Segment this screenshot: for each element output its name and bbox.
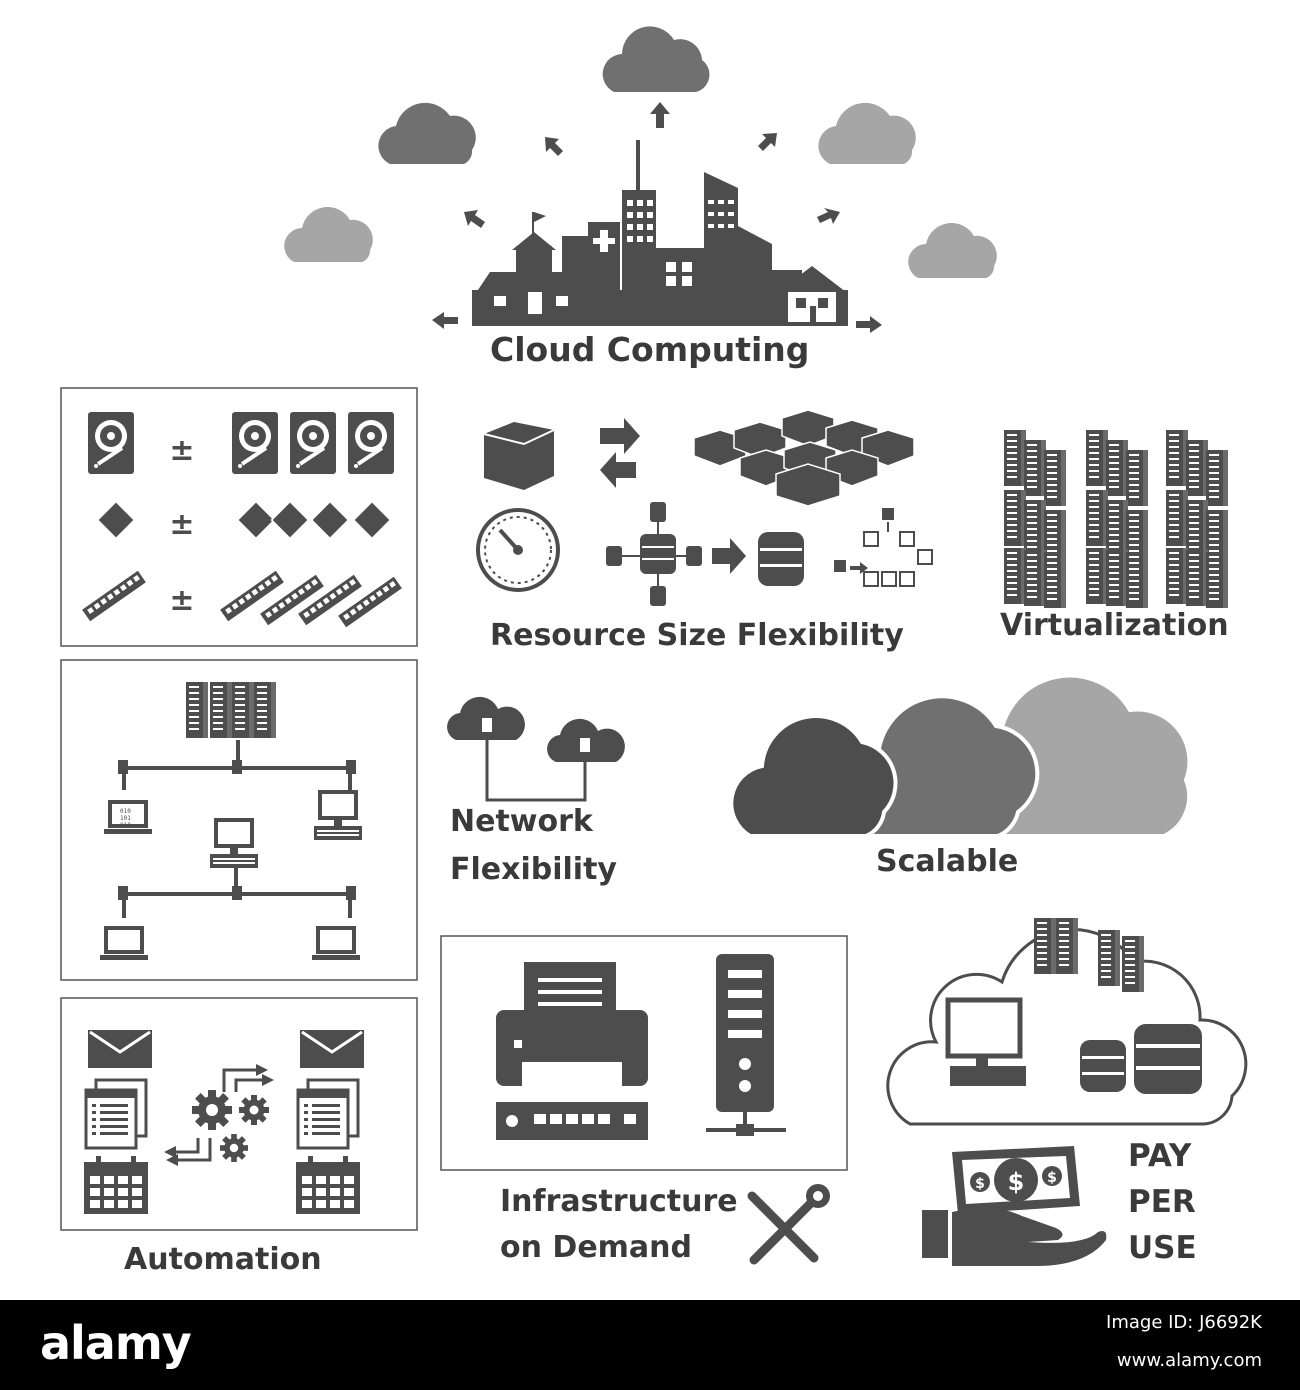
gear-icon (192, 1090, 232, 1130)
infrastructure-panel (440, 935, 848, 1171)
network-switch-icon (496, 1102, 648, 1140)
arrow-icon-group (432, 102, 882, 333)
document-icon (84, 1078, 148, 1150)
watermark-footer: alamy Image ID: J6692K www.alamy.com (0, 1300, 1300, 1390)
svg-text:$: $ (1008, 1168, 1025, 1196)
binary-code-text: 101 (120, 815, 131, 822)
printer-icon (496, 962, 648, 1086)
mail-icon (86, 1028, 154, 1070)
cloud-computing-title: Cloud Computing (490, 330, 810, 369)
single-cube-icon (483, 422, 555, 490)
binary-file-text: 010 101 010 (120, 808, 131, 829)
gear-icon (239, 1095, 269, 1125)
hardware-scaling-panel (60, 387, 418, 647)
hard-drive-icon (86, 410, 136, 476)
automation-panel (60, 997, 418, 1231)
plus-minus-symbol: ± (169, 507, 194, 542)
desktop-computer-icon (210, 818, 258, 868)
automation-icons (84, 1028, 366, 1214)
scalable-clouds-icon (729, 673, 1192, 838)
laptop-icon (312, 926, 360, 960)
calendar-icon (296, 1156, 360, 1214)
network-topology-icons (100, 682, 362, 960)
ram-module-icon (82, 570, 146, 622)
svg-text:$: $ (975, 1176, 985, 1192)
money-hand-icon: $ $ $ (922, 1146, 1107, 1266)
infrastructure-label: Infrastructure (500, 1184, 738, 1219)
hard-drive-icon (346, 410, 396, 476)
hardware-scaling-icons (82, 410, 402, 628)
server-tower-icon (706, 954, 786, 1136)
database-stack-icon (1080, 1024, 1202, 1094)
cloud-icon-left (284, 207, 373, 262)
image-id-text: Image ID: J6692K (1106, 1312, 1262, 1333)
cloud-computing-graphic (284, 26, 997, 333)
illustration-canvas: ± ± ± (60, 26, 1248, 1266)
cloud-icon-top (602, 26, 710, 93)
website-url-text[interactable]: www.alamy.com (1116, 1350, 1262, 1371)
binary-code-text: 010 (120, 822, 131, 829)
infrastructure-icons (496, 954, 786, 1140)
speedometer-icon (476, 508, 560, 592)
mail-icon (298, 1028, 366, 1070)
calendar-icon (84, 1156, 148, 1214)
per-label: PER (1128, 1184, 1196, 1220)
flexibility-label: Flexibility (450, 852, 617, 887)
use-label: USE (1128, 1230, 1197, 1266)
cpu-chip-icon (270, 500, 310, 540)
cloud-icon-upper-right (818, 102, 916, 164)
binary-code-text: 010 (120, 808, 131, 815)
virtualization-label: Virtualization (1000, 608, 1229, 643)
server-rack-icon (186, 682, 208, 738)
automation-label: Automation (124, 1242, 322, 1277)
plus-minus-symbol: ± (169, 583, 194, 618)
cube-cluster-icon (693, 409, 915, 507)
hard-drive-icon (288, 410, 338, 476)
on-demand-label: on Demand (500, 1230, 692, 1265)
resource-size-flexibility-graphic (476, 409, 933, 606)
resource-size-flexibility-label: Resource Size Flexibility (490, 618, 904, 653)
alamy-logo: alamy (40, 1316, 192, 1370)
svg-text:$: $ (1047, 1170, 1057, 1186)
laptop-icon (100, 926, 148, 960)
cloud-icon-right (908, 223, 997, 278)
gear-icon (220, 1134, 248, 1162)
document-icon (296, 1078, 360, 1150)
scalable-label: Scalable (876, 844, 1019, 879)
resize-grid-icon (834, 508, 933, 587)
swap-arrows-icon (600, 418, 640, 488)
desktop-computer-icon (314, 790, 362, 840)
city-skyline-icon (472, 140, 848, 326)
database-network-icon (606, 502, 746, 606)
virtualization-server-grid (1004, 430, 1228, 608)
cpu-chip-icon (352, 500, 392, 540)
cpu-chip-icon (310, 500, 350, 540)
network-label: Network (450, 804, 593, 839)
pay-per-use-cloud-graphic (886, 918, 1248, 1126)
database-icon (758, 532, 804, 586)
plus-minus-symbol: ± (169, 433, 194, 468)
cpu-chip-icon (96, 500, 136, 540)
cpu-chip-icon (236, 500, 276, 540)
pay-label: PAY (1128, 1138, 1192, 1174)
desktop-computer-icon (945, 997, 1026, 1086)
network-topology-panel (60, 659, 418, 981)
cloud-icon-upper-left (378, 102, 476, 164)
hard-drive-icon (230, 410, 280, 476)
network-flexibility-icon (447, 696, 625, 802)
wrench-screwdriver-icon (747, 1184, 830, 1265)
